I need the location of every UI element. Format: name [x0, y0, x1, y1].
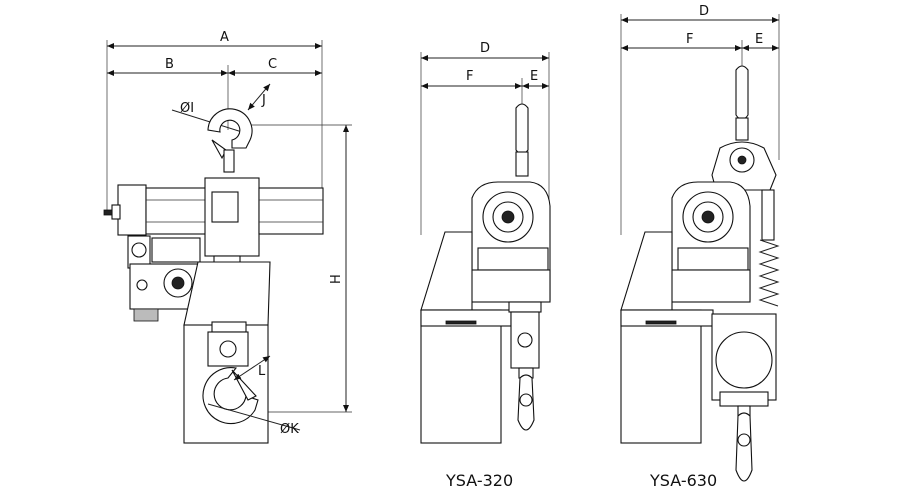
dimension-d-320: D: [421, 41, 549, 61]
caption-ysa-320: YSA-320: [445, 471, 513, 490]
dimension-c: C: [228, 57, 322, 76]
top-hook: [207, 108, 253, 173]
caption-ysa-630: YSA-630: [649, 471, 717, 490]
motor-body: [103, 177, 324, 269]
dimension-e-320: E: [522, 69, 549, 89]
dimension-f-630: F: [621, 32, 742, 51]
front-view-ysa-630: D F E: [620, 4, 780, 482]
dimension-j: J: [247, 83, 271, 111]
dimension-d-630: D: [621, 4, 779, 23]
dimension-f-630-label: F: [686, 32, 693, 47]
dimension-d-320-label: D: [480, 41, 490, 56]
dimension-j-label: J: [261, 93, 266, 108]
bottom-hook-block: [207, 321, 249, 367]
front-view-ysa-320: D F E: [420, 41, 551, 444]
dimension-k-label: ØK: [280, 422, 299, 437]
dimension-f-320-label: F: [466, 69, 473, 84]
dimension-l-label: L: [258, 364, 266, 379]
dimension-b: B: [107, 57, 228, 76]
dimension-a-label: A: [220, 30, 229, 45]
dimension-e-630-label: E: [755, 32, 763, 47]
dimension-c-label: C: [268, 57, 277, 72]
dimension-h: H: [329, 125, 349, 412]
side-view-hoist: A B C H J ØI: [103, 30, 352, 444]
top-hook-320: [515, 103, 529, 155]
dimension-f-320: F: [421, 69, 522, 89]
dimension-b-label: B: [165, 57, 174, 72]
dimension-i-label: ØI: [180, 101, 194, 116]
dimension-i: ØI: [171, 101, 243, 133]
valve-block: [129, 263, 201, 322]
dimension-e-320-label: E: [530, 69, 538, 84]
dimension-e-630: E: [742, 32, 779, 51]
dimension-k: ØK: [207, 403, 301, 437]
dimension-a: A: [107, 30, 322, 49]
dimension-d-630-label: D: [699, 4, 709, 19]
dimension-h-label: H: [329, 274, 344, 284]
dimension-l: L: [233, 355, 271, 381]
